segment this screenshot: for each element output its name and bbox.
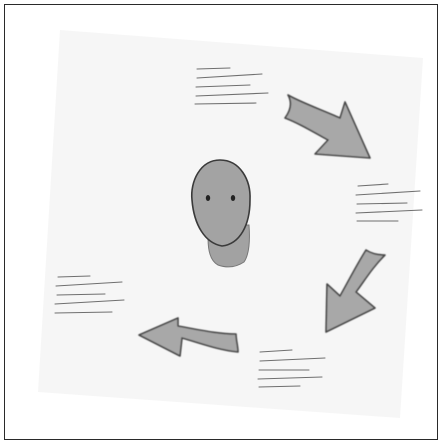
- left-eye-icon: [206, 195, 210, 201]
- right-eye-icon: [231, 195, 235, 201]
